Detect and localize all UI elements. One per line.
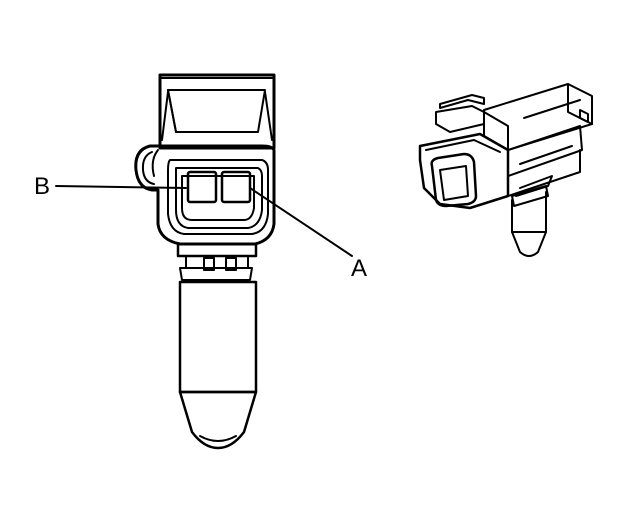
sensor-collar xyxy=(176,242,258,281)
terminal-a xyxy=(220,170,252,204)
sensor-probe xyxy=(178,280,258,450)
leader-line-a xyxy=(249,187,353,257)
callout-label-a: A xyxy=(351,255,368,282)
terminal-b xyxy=(186,170,218,204)
callout-label-b: B xyxy=(34,173,51,200)
sensor-iso-view xyxy=(418,83,593,257)
connector-latch xyxy=(158,73,276,150)
leader-line-b xyxy=(55,185,187,189)
connector-body xyxy=(134,144,276,246)
sensor-front-view xyxy=(134,73,276,450)
